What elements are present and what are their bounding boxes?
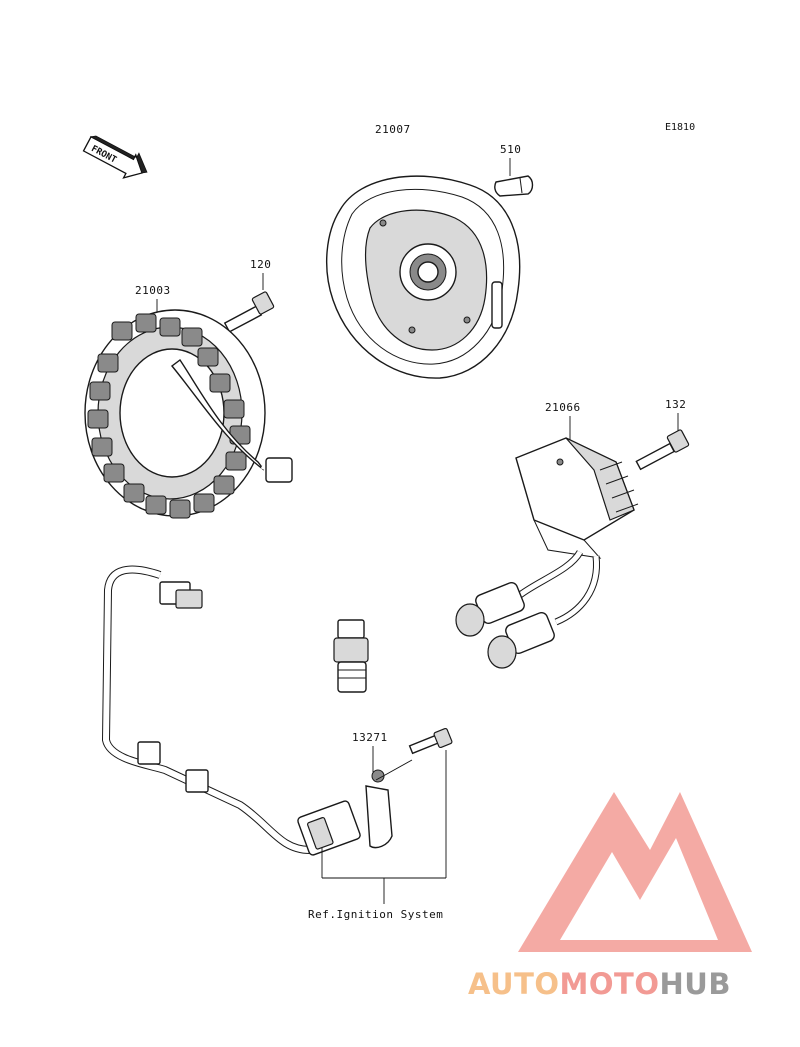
part-label-21003: 21003 (135, 284, 171, 297)
part-label-13271: 13271 (352, 731, 388, 744)
part-label-132: 132 (665, 398, 686, 411)
watermark-text-hub: HUB (660, 967, 731, 1001)
pickup-wiring (101, 565, 311, 854)
flywheel-rotor (325, 175, 521, 379)
watermark-text-auto: AUTO (468, 967, 560, 1001)
pickup-bolt (375, 727, 453, 781)
regulator-rectifier (515, 437, 639, 559)
bolt-120 (223, 291, 275, 333)
watermark-text-moto: MOTO (560, 967, 660, 1001)
part-label-120: 120 (250, 258, 271, 271)
part-label-21066: 21066 (545, 401, 581, 414)
bolt-132 (635, 429, 690, 471)
reference-bracket (321, 750, 447, 904)
front-arrow-icon: FRONT (82, 135, 148, 179)
stator-harness (260, 457, 369, 693)
watermark-logo: AUTOMOTOHUB (468, 792, 752, 1001)
diagram-code: E1810 (665, 122, 695, 133)
part-label-510: 510 (500, 143, 521, 156)
watermark-triangle-icon (518, 792, 752, 952)
stator-coil (84, 309, 266, 519)
woodruff-key (494, 175, 534, 197)
reference-label: Ref.Ignition System (308, 908, 443, 921)
regulator-connectors (455, 550, 600, 669)
part-label-21007: 21007 (375, 123, 411, 136)
stator-windings (87, 313, 251, 519)
pickup-coil (297, 769, 393, 856)
svg-text:AUTOMOTOHUB: AUTOMOTOHUB (468, 967, 731, 1001)
